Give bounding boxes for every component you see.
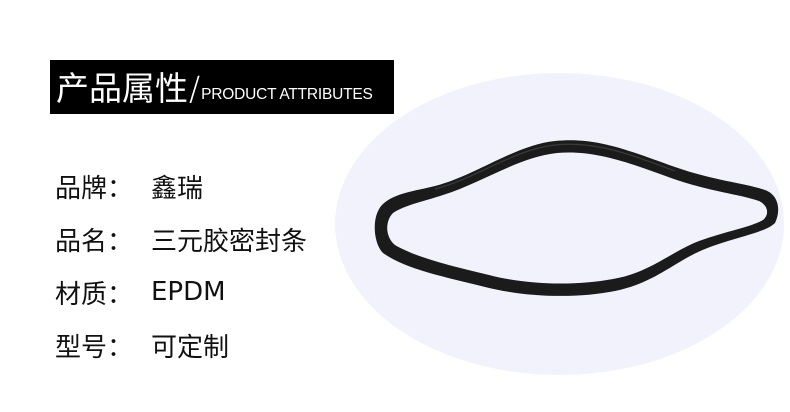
attribute-value: 三元胶密封条 [151, 226, 308, 257]
attribute-row-product-name: 品名： 三元胶密封条 [55, 219, 307, 259]
attribute-row-model: 型号： 可定制 [55, 325, 229, 365]
attribute-row-material: 材质： EPDM [55, 272, 226, 312]
attribute-value: EPDM [151, 277, 226, 307]
rubber-seal-ring-image [374, 140, 779, 296]
section-title-bar: 产品属性 / PRODUCT ATTRIBUTES [50, 60, 394, 114]
title-chinese: 产品属性 [56, 69, 188, 108]
title-separator: / [189, 69, 201, 108]
title-english: PRODUCT ATTRIBUTES [201, 86, 373, 103]
attribute-row-brand: 品牌： 鑫瑞 [55, 166, 203, 206]
attribute-label: 型号： [55, 332, 134, 363]
attribute-label: 品名： [55, 226, 134, 257]
attribute-label: 品牌： [55, 173, 134, 204]
attribute-label: 材质： [55, 279, 134, 310]
attribute-value: 鑫瑞 [151, 173, 204, 204]
attribute-value: 可定制 [151, 332, 230, 363]
